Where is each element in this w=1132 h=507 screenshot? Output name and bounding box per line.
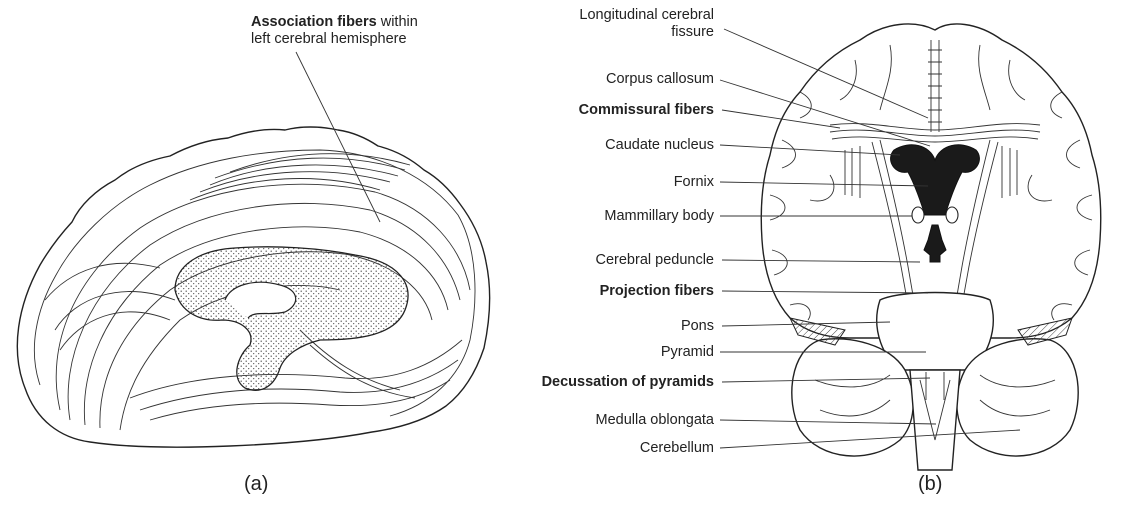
label-pyramid: Pyramid	[661, 344, 714, 361]
label-cerebellum: Cerebellum	[640, 440, 714, 457]
left-hemisphere-drawing	[17, 127, 489, 447]
panel-b-letter: (b)	[918, 473, 942, 496]
coronal-section-drawing	[761, 24, 1100, 470]
association-fibers-rest: within	[377, 14, 418, 30]
association-fibers-label: Association fibers within	[251, 14, 418, 31]
label-medulla-oblongata: Medulla oblongata	[595, 412, 714, 429]
label-longitudinal-line1: Longitudinal cerebral	[579, 7, 714, 24]
label-caudate-nucleus: Caudate nucleus	[605, 137, 714, 154]
association-fibers-bold: Association fibers	[251, 14, 377, 30]
label-corpus-callosum: Corpus callosum	[606, 71, 714, 88]
label-decussation-of-pyramids: Decussation of pyramids	[542, 374, 714, 391]
label-cerebral-peduncle: Cerebral peduncle	[596, 252, 715, 269]
label-mammillary-body: Mammillary body	[604, 208, 714, 225]
label-fornix: Fornix	[674, 174, 714, 191]
label-longitudinal-line2: fissure	[671, 24, 714, 41]
label-pons: Pons	[681, 318, 714, 335]
panel-a-letter: (a)	[244, 473, 268, 496]
label-commissural-fibers: Commissural fibers	[579, 102, 714, 119]
label-projection-fibers: Projection fibers	[600, 283, 714, 300]
medulla	[910, 370, 960, 470]
association-fibers-label-line2: left cerebral hemisphere	[251, 31, 407, 48]
